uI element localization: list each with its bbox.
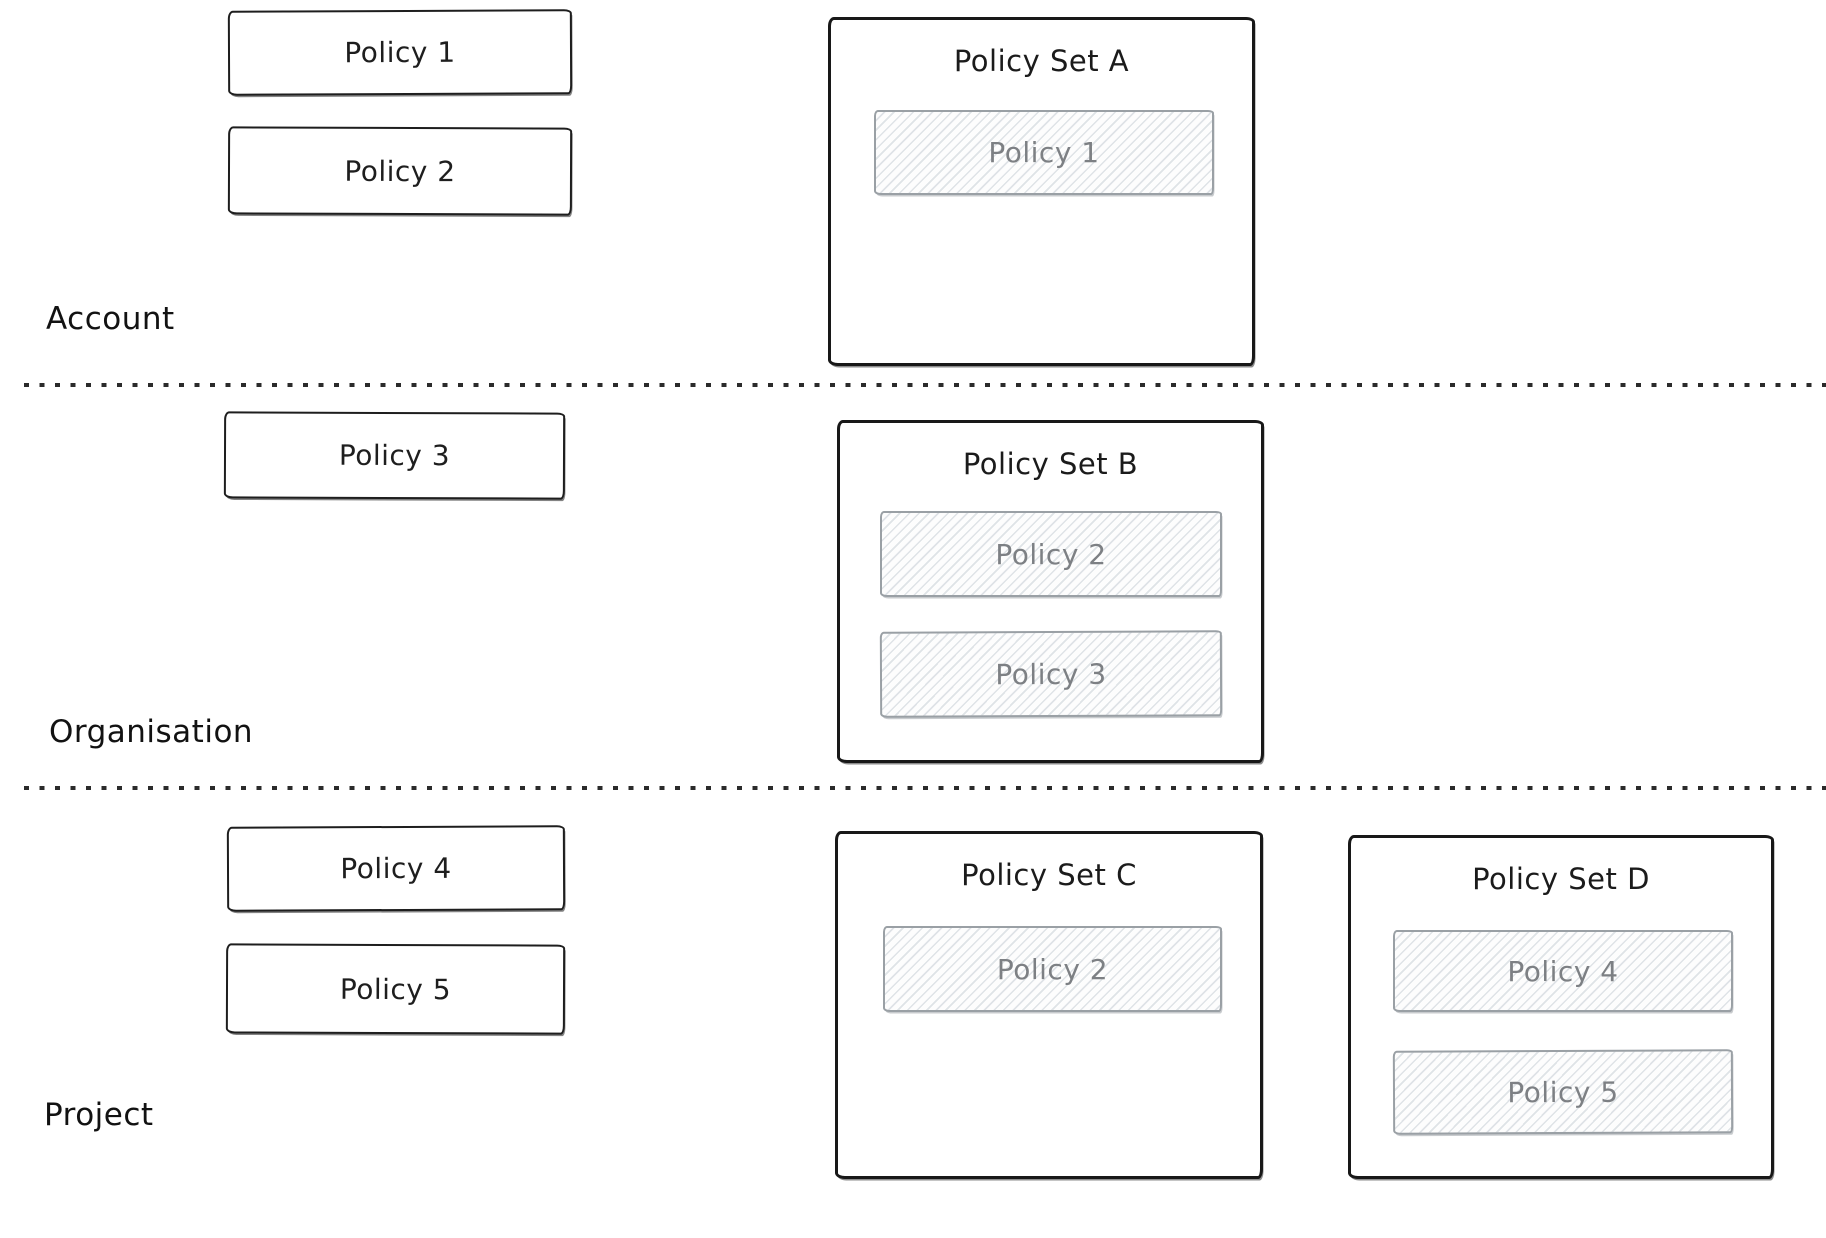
policy-set-b-title: Policy Set B [962, 447, 1139, 481]
policy-set-b-member-policy-3-label: Policy 3 [995, 657, 1107, 691]
level-label-organisation: Organisation [49, 714, 254, 750]
policy-box-2-label: Policy 2 [344, 154, 456, 188]
dotted-separator-account-organisation [24, 383, 1826, 387]
policy-box-4-label: Policy 4 [340, 851, 452, 886]
policy-box-1: Policy 1 [227, 9, 573, 96]
policy-set-a: Policy Set A Policy 1 [828, 17, 1255, 366]
policy-set-b-member-policy-2-label: Policy 2 [995, 537, 1107, 571]
policy-set-b-member-policy-2: Policy 2 [880, 511, 1222, 597]
policy-set-c-title: Policy Set C [961, 858, 1137, 892]
level-label-project: Project [44, 1097, 154, 1133]
policy-box-4: Policy 4 [226, 825, 566, 912]
policy-set-d-member-policy-5-label: Policy 5 [1507, 1075, 1619, 1109]
policy-set-b-member-policy-3: Policy 3 [879, 630, 1223, 718]
policy-set-d-member-policy-5: Policy 5 [1392, 1049, 1734, 1135]
level-label-account: Account [46, 301, 175, 337]
policy-set-c-member-policy-2-label: Policy 2 [996, 952, 1109, 986]
policy-set-d: Policy Set D Policy 4 Policy 5 [1348, 835, 1774, 1179]
policy-set-a-title: Policy Set A [953, 44, 1130, 78]
policy-box-5: Policy 5 [225, 943, 566, 1035]
policy-box-3-label: Policy 3 [338, 438, 451, 473]
policy-set-d-member-policy-4-label: Policy 4 [1507, 954, 1619, 988]
policy-set-c-member-policy-2: Policy 2 [883, 926, 1222, 1012]
policy-box-3: Policy 3 [223, 411, 566, 500]
policy-box-5-label: Policy 5 [339, 972, 452, 1006]
policy-set-a-member-policy-1-label: Policy 1 [988, 136, 1100, 169]
policy-set-d-member-policy-4: Policy 4 [1393, 930, 1733, 1012]
dotted-separator-organisation-project [24, 786, 1826, 790]
policy-box-2: Policy 2 [227, 126, 573, 216]
policy-set-a-member-policy-1: Policy 1 [874, 110, 1214, 195]
policy-set-b: Policy Set B Policy 2 Policy 3 [837, 420, 1264, 763]
policy-set-d-title: Policy Set D [1472, 862, 1650, 896]
policy-box-1-label: Policy 1 [344, 35, 456, 70]
policy-set-c: Policy Set C Policy 2 [835, 831, 1263, 1179]
